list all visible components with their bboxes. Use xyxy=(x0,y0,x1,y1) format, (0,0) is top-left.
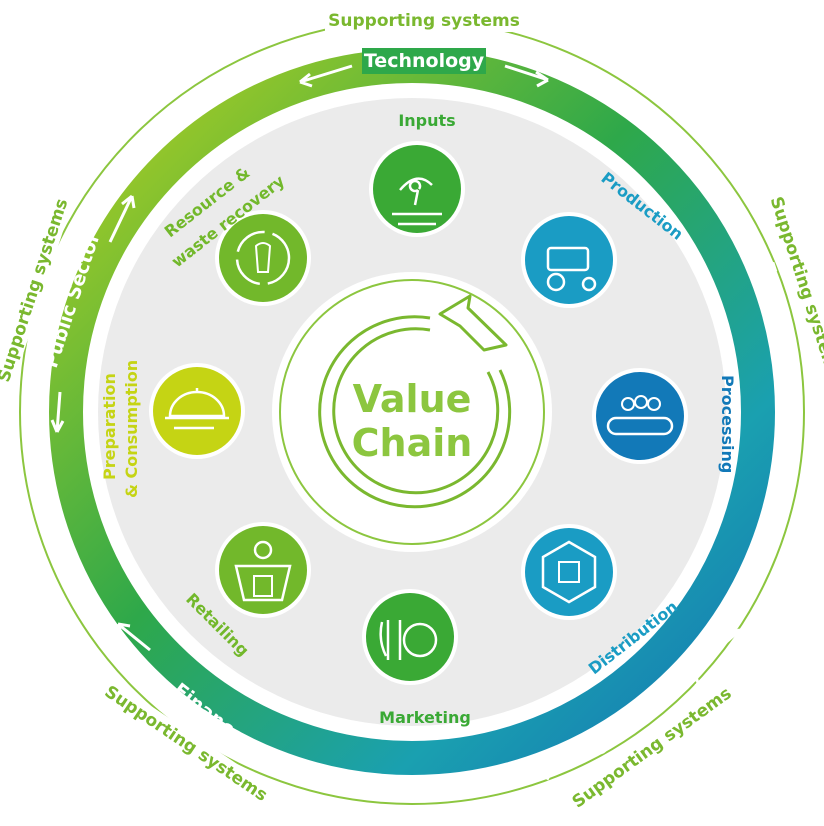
stage-resource: Resource & waste recovery xyxy=(161,163,311,306)
cloche-icon xyxy=(165,388,229,430)
arrow-up-left-icon xyxy=(116,622,151,652)
stage-label-processing: Processing xyxy=(718,375,737,473)
recycle-icon xyxy=(235,230,291,286)
arrow-right-icon xyxy=(504,64,549,88)
arrow-up-icon xyxy=(710,190,742,237)
arrow-up-right-icon xyxy=(699,628,742,667)
center-ring xyxy=(279,279,545,545)
center-title-line2: Chain xyxy=(352,421,473,465)
arrow-left-icon-2 xyxy=(537,760,583,781)
arrow-up-icon-2 xyxy=(108,194,136,243)
stage-label-prep-line1: Preparation xyxy=(100,373,119,480)
tractor-icon xyxy=(546,272,566,292)
arrow-down-icon xyxy=(779,397,795,439)
stage-label-inputs: Inputs xyxy=(398,111,455,130)
stage-processing: Processing xyxy=(592,368,737,473)
conveyor-icon xyxy=(606,416,674,436)
plate-cutlery-icon xyxy=(402,622,438,658)
center-title-line1: Value xyxy=(353,377,472,421)
stage-preparation: Preparation & Consumption xyxy=(100,360,245,498)
supporting-label-top: Supporting systems xyxy=(328,11,520,31)
band-label-technology: Technology xyxy=(364,50,485,72)
arrow-right-icon-2 xyxy=(277,763,326,782)
technology-label-bg xyxy=(362,48,486,74)
cycle-arrow-inner xyxy=(332,327,500,495)
cycle-arrow-outer xyxy=(318,315,512,509)
stage-label-marketing: Marketing xyxy=(379,708,471,727)
stage-marketing: Marketing xyxy=(362,589,471,727)
basket-icon xyxy=(234,564,292,602)
seed-hand-icon xyxy=(392,177,442,226)
cycle-arrow-head-icon xyxy=(438,294,508,352)
stage-label-prep-line2: & Consumption xyxy=(122,360,141,498)
arrow-down-icon-2 xyxy=(50,391,65,433)
stage-inputs: Inputs xyxy=(369,111,465,237)
network-icon xyxy=(541,540,597,604)
arrow-left-icon xyxy=(299,64,353,88)
